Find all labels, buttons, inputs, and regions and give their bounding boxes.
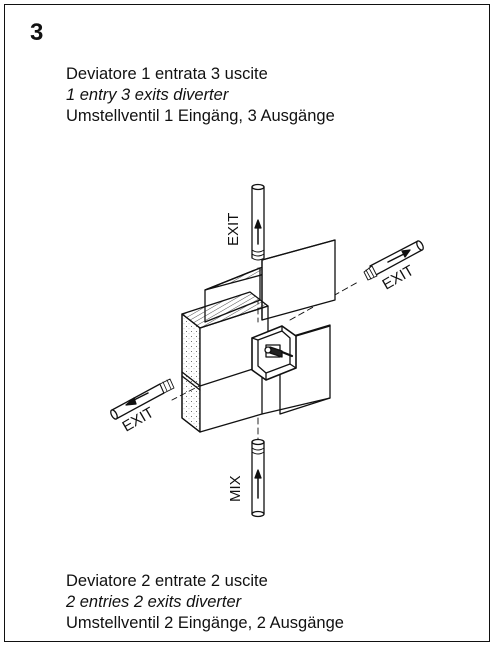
caption-bottom-german: Umstellventil 2 Eingänge, 2 Ausgänge <box>66 614 344 632</box>
label-exit-top: EXIT <box>225 213 242 246</box>
caption-top-italian: Deviatore 1 entrata 3 uscite <box>66 65 268 83</box>
caption-bottom: Deviatore 2 entrate 2 uscite 2 entries 2… <box>66 571 344 634</box>
figure-number: 3 <box>30 19 44 46</box>
pipe-left <box>110 378 175 420</box>
caption-top-german: Umstellventil 1 Eingäng, 3 Ausgänge <box>66 107 335 125</box>
caption-top: Deviatore 1 entrata 3 uscite 1 entry 3 e… <box>66 64 335 127</box>
caption-bottom-italian: Deviatore 2 entrate 2 uscite <box>66 572 268 590</box>
figure-frame <box>4 4 490 642</box>
label-mix-bottom: MIX <box>227 475 244 502</box>
caption-bottom-english: 2 entries 2 exits diverter <box>66 593 242 611</box>
diverter-valve <box>251 325 297 381</box>
pipe-bottom <box>251 438 265 518</box>
wall-block-left <box>181 291 269 433</box>
caption-top-english: 1 entry 3 exits diverter <box>66 86 229 104</box>
pipe-top <box>251 183 265 261</box>
pipe-right <box>363 240 424 281</box>
